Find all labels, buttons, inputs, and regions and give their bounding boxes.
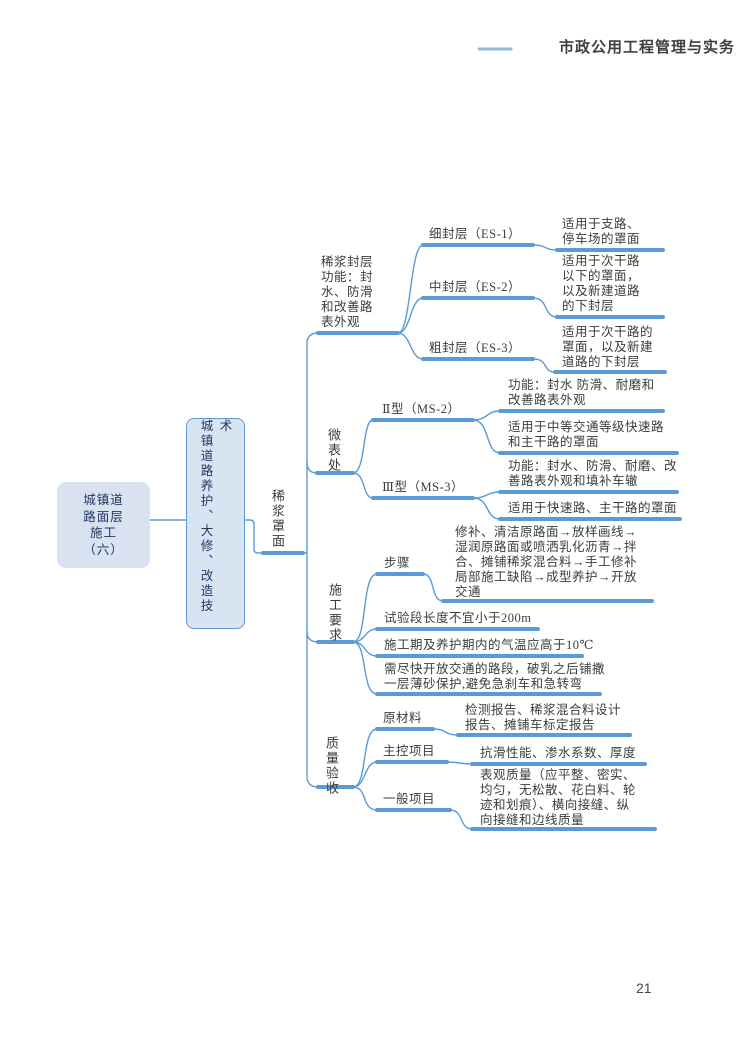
branch1-label: 稀浆封层 功能：封 水、防滑 和改善路 表外观 — [321, 255, 374, 329]
branch1-child1-label: 细封层（ES-1） — [429, 227, 522, 241]
level2-node: 城镇道路养护、大修、改造技术 — [186, 418, 245, 629]
branch3-label: 施工要求 — [327, 583, 342, 643]
branch4-label: 质量验收 — [324, 736, 339, 796]
level2-node-label: 城镇道路养护、大修、改造技术 — [198, 419, 232, 614]
branch3-child4-label: 需尽快开放交通的路段，破乳之后铺撒 一层薄砂保护,避免急刹车和急转弯 — [384, 662, 606, 691]
branch4-child2-label: 主控项目 — [383, 744, 436, 758]
branch1-child1-leaf: 适用于支路、 停车场的罩面 — [562, 217, 641, 246]
node-underline-segments — [261, 243, 682, 831]
root-node: 城镇道 路面层 施工 （六） — [57, 482, 150, 568]
branch3-child2-label: 试验段长度不宜小于200m — [384, 611, 532, 625]
branch3-child1-leaf: 修补、清洁原路面→放样画线→ 湿润原路面或喷洒乳化沥青→拌 合、摊铺稀浆混合料→… — [455, 525, 638, 599]
root-node-label: 城镇道 路面层 施工 （六） — [83, 493, 124, 557]
branch2-child2-leaf1: 功能：封水、防滑、耐磨、改 善路表外观和填补车辙 — [508, 459, 678, 488]
branch3-child1-label: 步骤 — [384, 556, 411, 570]
page-number: 21 — [636, 980, 652, 996]
branch4-child1-leaf: 检测报告、稀浆混合料设计 报告、摊铺车标定报告 — [465, 703, 622, 732]
branch1-child3-label: 粗封层（ES-3） — [429, 341, 522, 355]
page-header-title: 市政公用工程管理与实务 — [558, 39, 735, 56]
branch3-child3-label: 施工期及养护期内的气温应高于10℃ — [384, 638, 594, 652]
level3-label: 稀浆罩面 — [270, 489, 285, 549]
branch2-child2-leaf2: 适用于快速路、主干路的罩面 — [508, 501, 678, 515]
branch2-child1-leaf2: 适用于中等交通等级快速路 和主干路的罩面 — [508, 420, 665, 449]
branch2-child1-leaf1: 功能：封水 防滑、耐磨和 改善路表外观 — [508, 378, 655, 407]
thin-connector-lines — [149, 244, 558, 830]
branch1-child2-label: 中封层（ES-2） — [429, 280, 522, 294]
branch1-child3-leaf: 适用于次干路的 罩面，以及新建 道路的下封层 — [562, 325, 654, 369]
branch1-child2-leaf: 适用于次干路 以下的罩面， 以及新建道路 的下封层 — [562, 254, 641, 313]
branch4-child3-label: 一般项目 — [383, 792, 436, 806]
branch4-child2-leaf: 抗滑性能、渗水系数、厚度 — [480, 746, 637, 760]
branch4-child1-label: 原材料 — [383, 711, 423, 725]
branch2-child1-label: Ⅱ型（MS-2） — [382, 402, 461, 416]
branch2-label: 微表处 — [326, 428, 341, 473]
branch2-child2-label: Ⅲ型（MS-3） — [382, 480, 465, 494]
branch4-child3-leaf: 表观质量（应平整、密实、 均匀，无松散、花白料、轮 迹和划痕）、横向接缝、纵 向… — [480, 768, 637, 827]
